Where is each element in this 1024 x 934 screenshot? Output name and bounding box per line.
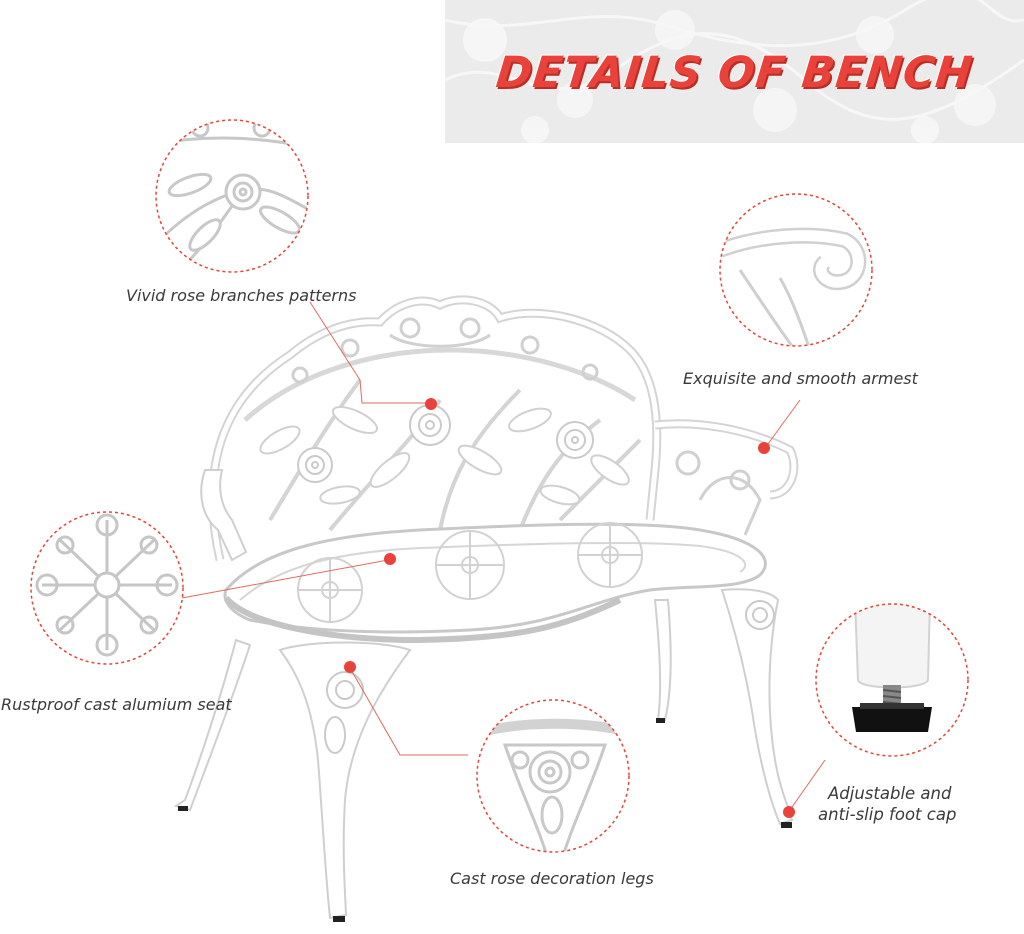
left-armrest xyxy=(200,469,248,562)
label-seat: Rustproof cast alumium seat xyxy=(1,695,232,714)
callout-dot-legs xyxy=(344,661,356,673)
leader-lines xyxy=(181,301,826,811)
foot-cap-icon xyxy=(815,603,969,757)
label-backrest: Vivid rose branches patterns xyxy=(126,286,357,305)
right-armrest xyxy=(654,419,799,500)
title-banner: DETAILS OF BENCH xyxy=(445,0,1024,143)
callout-dot-armrest xyxy=(758,442,770,454)
rose-wallpaper-background xyxy=(445,0,1024,143)
rose-pattern-icon xyxy=(155,119,309,273)
label-armrest: Exquisite and smooth armest xyxy=(683,369,918,388)
label-foot-line1: Adjustable and xyxy=(828,784,952,803)
label-legs: Cast rose decoration legs xyxy=(450,869,654,888)
bench-seat xyxy=(223,522,767,634)
callout-dot-foot xyxy=(783,806,795,818)
seat-pattern-icon xyxy=(30,511,184,665)
label-foot: Adjustable and anti-slip foot cap xyxy=(818,783,996,825)
callout-dots xyxy=(344,398,795,818)
back-leg-right xyxy=(653,599,672,721)
armrest-icon xyxy=(719,193,873,347)
rose-leg-icon xyxy=(476,699,630,853)
label-foot-line2: anti-slip foot cap xyxy=(818,805,957,824)
callout-dot-seat xyxy=(384,553,396,565)
callout-dot-backrest xyxy=(425,398,437,410)
front-leg-right xyxy=(720,588,794,826)
bench xyxy=(173,295,799,922)
front-leg-left xyxy=(278,641,412,920)
back-leg-left xyxy=(173,638,252,812)
